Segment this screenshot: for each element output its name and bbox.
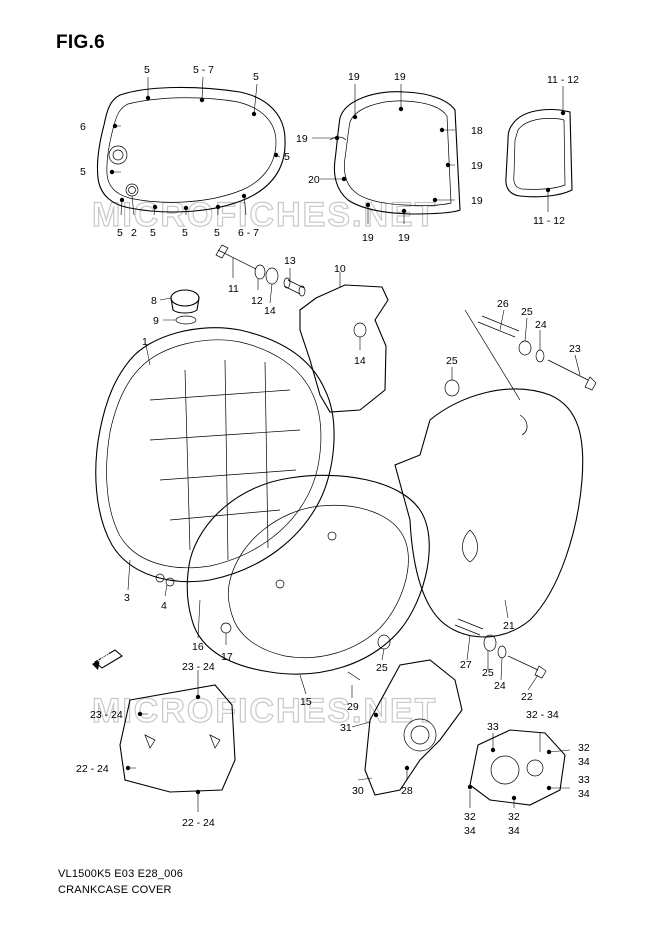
callout-5: 5 — [253, 71, 259, 83]
callout-28: 28 — [401, 785, 413, 797]
callout-32: 32 — [464, 811, 476, 823]
callout-33: 33 — [487, 721, 499, 733]
callout-19: 19 — [348, 71, 360, 83]
pump-housing — [347, 659, 463, 796]
callout-22-24: 22 - 24 — [76, 763, 109, 775]
callout-34: 34 — [578, 788, 590, 800]
callout-22: 22 — [521, 691, 533, 703]
callout-4: 4 — [161, 600, 167, 612]
callout-19: 19 — [471, 195, 483, 207]
callout-19: 19 — [471, 160, 483, 172]
watermark-top: MICROFICHES.NET — [92, 196, 437, 234]
callout-24: 24 — [494, 680, 506, 692]
callout-14: 14 — [264, 305, 276, 317]
callout-13: 13 — [284, 255, 296, 267]
bolt-and-spacer-group — [215, 244, 389, 413]
clutch-cover-top — [96, 86, 286, 213]
callout-30: 30 — [352, 785, 364, 797]
callout-5: 5 — [182, 227, 188, 239]
callout-5: 5 — [144, 64, 150, 76]
callout-19: 19 — [394, 71, 406, 83]
callout-32: 32 — [578, 742, 590, 754]
callout-32-34: 32 - 34 — [526, 709, 559, 721]
callout-5: 5 — [214, 227, 220, 239]
callout-12: 12 — [251, 295, 263, 307]
watermark-bottom: MICROFICHES.NET — [92, 692, 437, 730]
callout-15: 15 — [300, 696, 312, 708]
callout-labels: 5 5 - 7 5 6 5 5 5 2 5 5 5 6 - 7 19 19 19… — [76, 64, 590, 837]
callout-31: 31 — [340, 722, 352, 734]
callout-25: 25 — [482, 667, 494, 679]
callout-5: 5 — [284, 151, 290, 163]
crankcase-cover-center — [186, 474, 430, 675]
diagram-caption: CRANKCASE COVER — [58, 884, 172, 896]
callout-18: 18 — [471, 125, 483, 137]
callout-19: 19 — [398, 232, 410, 244]
callout-9: 9 — [153, 315, 159, 327]
callout-6-7: 6 - 7 — [238, 227, 259, 239]
callout-11-12: 11 - 12 — [547, 74, 579, 86]
leader-lines — [112, 76, 581, 812]
crankcase-cover-left — [95, 327, 335, 587]
callout-23-24: 23 - 24 — [182, 661, 215, 673]
callout-24: 24 — [535, 319, 547, 331]
callout-23-24: 23 - 24 — [90, 709, 123, 721]
callout-29: 29 — [347, 701, 359, 713]
callout-23: 23 — [569, 343, 581, 355]
callout-25: 25 — [521, 306, 533, 318]
callout-32: 32 — [508, 811, 520, 823]
callout-27: 27 — [460, 659, 472, 671]
callout-5: 5 — [80, 166, 86, 178]
lower-bolt-group — [377, 618, 547, 679]
callout-20: 20 — [308, 174, 320, 186]
callout-3: 3 — [124, 592, 130, 604]
model-code: VL1500K5 E03 E28_006 — [58, 868, 184, 880]
callout-25: 25 — [376, 662, 388, 674]
callout-26: 26 — [497, 298, 509, 310]
callout-19: 19 — [296, 133, 308, 145]
callout-2: 2 — [131, 227, 137, 239]
callout-34: 34 — [578, 756, 590, 768]
callout-33: 33 — [578, 774, 590, 786]
callout-6: 6 — [80, 121, 86, 133]
callout-5-7: 5 - 7 — [193, 64, 214, 76]
right-bolt-group — [444, 315, 597, 397]
callout-22-24: 22 - 24 — [182, 817, 215, 829]
callout-17: 17 — [221, 651, 233, 663]
callout-8: 8 — [151, 295, 157, 307]
callout-14: 14 — [354, 355, 366, 367]
callout-11: 11 — [228, 283, 239, 295]
lower-left-cover — [92, 649, 236, 795]
callout-5: 5 — [150, 227, 156, 239]
callout-34: 34 — [508, 825, 520, 837]
callout-1: 1 — [142, 336, 148, 348]
callout-10: 10 — [334, 263, 346, 275]
crankcase-cover-right — [394, 309, 584, 638]
callout-19: 19 — [362, 232, 374, 244]
small-side-cover — [505, 108, 573, 198]
callout-25: 25 — [446, 355, 458, 367]
water-pump-cover — [467, 729, 566, 806]
callout-16: 16 — [192, 641, 204, 653]
figure-title: FIG.6 — [56, 32, 106, 53]
callout-11-12: 11 - 12 — [533, 215, 565, 227]
oil-filler-cap — [170, 289, 200, 325]
callout-34: 34 — [464, 825, 476, 837]
callout-21: 21 — [503, 620, 515, 632]
callout-5: 5 — [117, 227, 123, 239]
